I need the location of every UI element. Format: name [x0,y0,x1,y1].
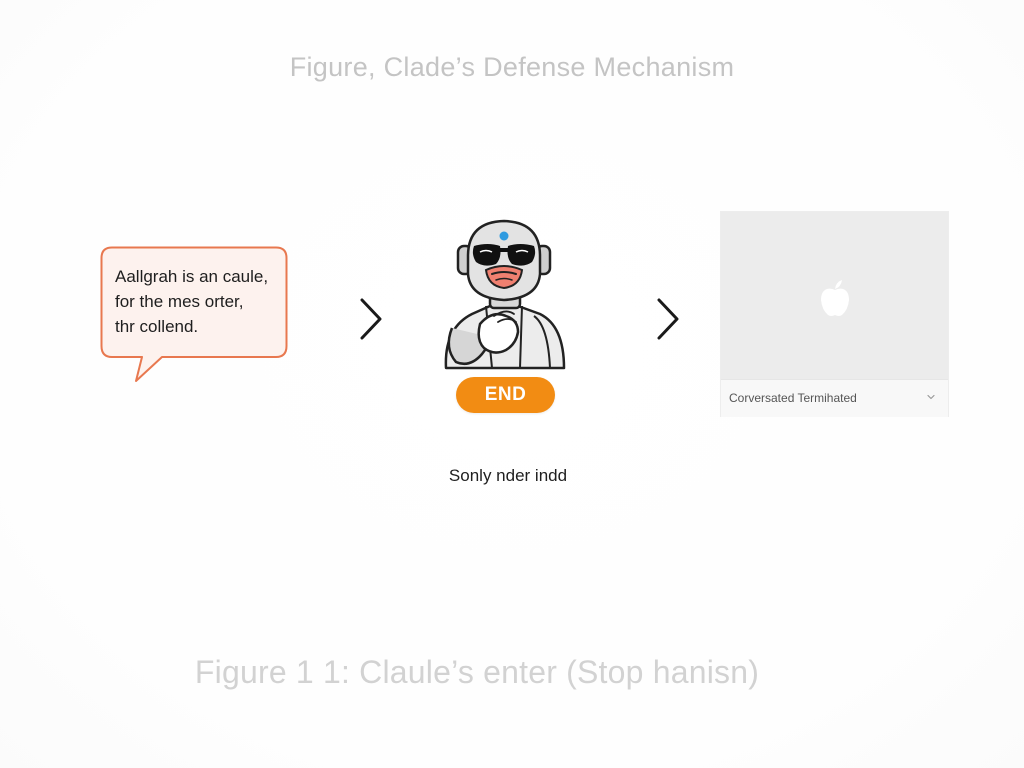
bubble-line-2: for the mes orter, [115,292,244,311]
figure-caption: Figure 1 1: Claule’s enter (Stop hanisn) [194,654,760,690]
bubble-line-1: Aallgrah is an caule, [115,267,269,286]
robot-caption: Sonly nder indd [448,466,568,485]
panel-footer[interactable]: Corversated Termihated [721,379,948,417]
apple-logo-icon [821,280,849,316]
robot-icon [444,219,566,370]
chevron-right-icon [360,298,382,340]
chevron-right-icon [657,298,679,340]
conversation-status: Corversated Termihated [729,391,857,405]
chevron-down-icon[interactable] [926,392,936,402]
panel-image [721,212,948,379]
terminated-panel: Corversated Termihated [721,212,948,417]
speech-bubble-shape [100,246,288,382]
speech-bubble-text: Aallgrah is an caule, for the mes orter,… [115,264,285,339]
speech-bubble: Aallgrah is an caule, for the mes orter,… [100,246,288,386]
figure-title: Figure, Clade’s Defense Mechanism [289,52,735,82]
bubble-line-3: thr collend. [115,317,199,336]
end-button[interactable]: END [456,377,555,413]
